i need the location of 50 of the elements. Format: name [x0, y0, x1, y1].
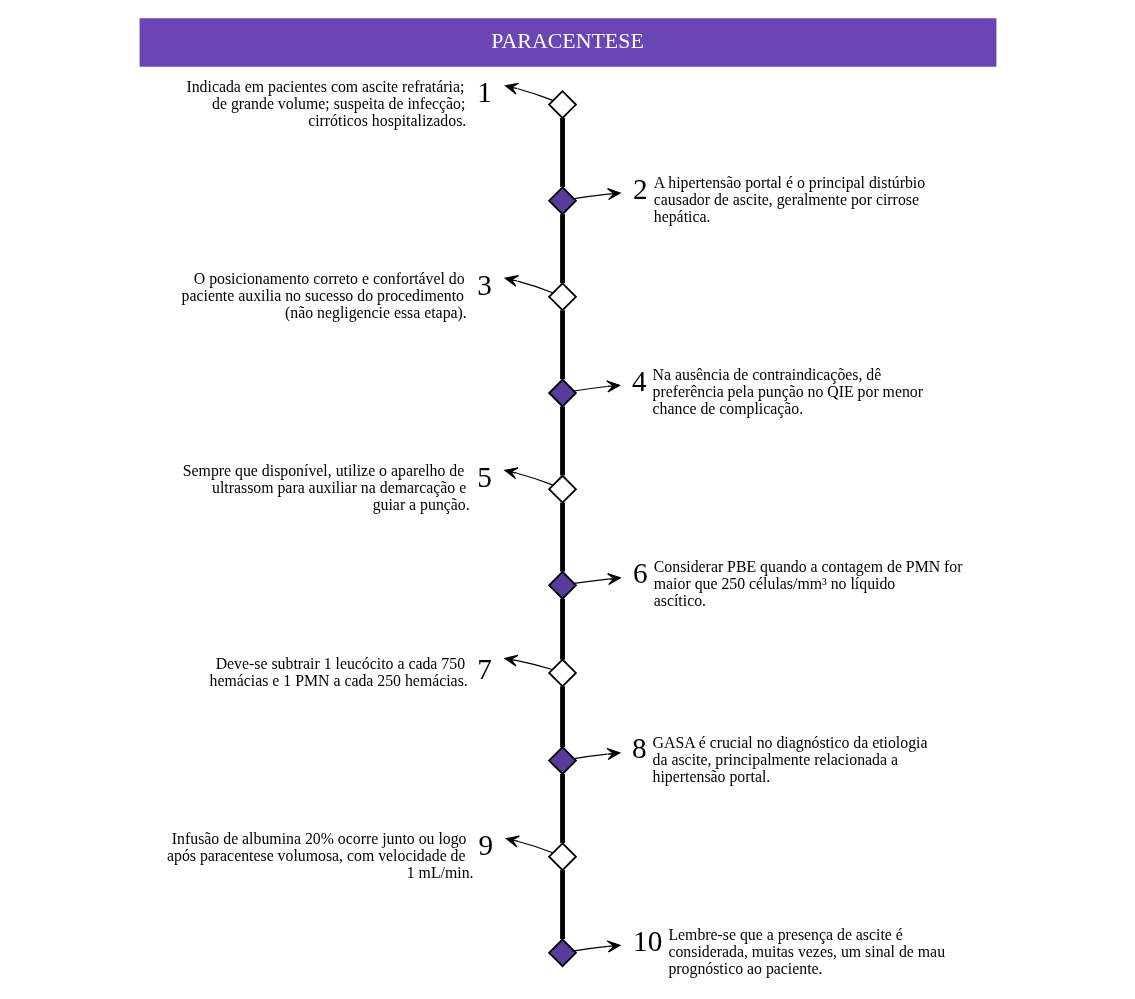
arrow — [573, 748, 620, 761]
arrow — [503, 467, 554, 486]
node-text: 8 — [631, 732, 646, 765]
node-text: 3 — [476, 268, 492, 301]
node-label: Considerar PBE quando a contagem de PMN for maior que 250 células/mm³ no líquido ascítico. — [653, 558, 963, 610]
node-diamond — [547, 938, 577, 968]
arrow — [505, 835, 553, 854]
node-label: Deve-se subtrair 1 leucócito a cada 750 hemácias e 1 PMN a cada 250 hemácias. — [209, 654, 468, 689]
arrow — [573, 940, 621, 953]
node-text: 6 — [632, 557, 648, 590]
node-diamond — [547, 474, 577, 504]
node-text: 7 — [476, 653, 492, 686]
arrow — [573, 188, 621, 201]
connector — [559, 870, 565, 940]
node-label: Na ausência de contraindicações, dê preferência pela punção no QIE por menor chance de complicação. — [652, 366, 923, 418]
arrow — [504, 275, 553, 294]
connector — [559, 214, 565, 284]
connector — [559, 774, 565, 843]
node-diamond — [547, 570, 577, 600]
node-label: Sempre que disponível, utilize o aparelho de ultrassom para auxiliar na demarcação e guiar a punção. — [182, 462, 470, 514]
node-diamond — [547, 282, 577, 312]
connector — [559, 310, 565, 380]
node-label: A hipertensão portal é o principal distúrbio causador de ascite, geralmente por cirrose hepática. — [653, 173, 925, 225]
node-text: 4 — [631, 364, 646, 397]
node-text: 9 — [478, 828, 493, 861]
arrow — [573, 573, 621, 586]
diagram-title: PARACENTESE — [490, 27, 644, 53]
node-text: 10 — [632, 924, 662, 957]
node-label: Lembre-se que a presença de ascite é considerada, muitas vezes, um sinal de mau prognóstico ao paciente. — [667, 925, 945, 978]
connector — [559, 686, 565, 748]
node-diamond — [547, 89, 577, 120]
node-diamond — [547, 842, 577, 872]
connector — [559, 502, 565, 572]
node-label: O posicionamento correto e confortável do paciente auxilia no sucesso do procedimento (não negligencie essa etapa). — [181, 269, 467, 322]
connector — [559, 406, 565, 476]
arrow — [572, 380, 620, 393]
node-label: Infusão de albumina 20% ocorre junto ou logo após paracentese volumosa, com velocidade de 1 mL/min. — [166, 829, 474, 881]
arrow — [503, 654, 553, 671]
node-text: 1 — [476, 76, 492, 109]
node-diamond — [547, 658, 577, 688]
connector — [559, 598, 565, 660]
connector — [559, 118, 565, 187]
node-text: 5 — [476, 460, 492, 493]
node-diamond — [547, 186, 577, 216]
node-text: 2 — [632, 172, 648, 205]
arrow — [504, 82, 553, 102]
node-label: GASA é crucial no diagnóstico da etiologia da ascite, principalmente relacionada a hipertensão portal. — [652, 733, 927, 785]
node-diamond — [547, 745, 577, 776]
node-label: Indicada em pacientes com ascite refratária; de grande volume; suspeita de infecção; cirróticos hospitalizados. — [185, 77, 466, 129]
node-diamond — [547, 378, 577, 408]
